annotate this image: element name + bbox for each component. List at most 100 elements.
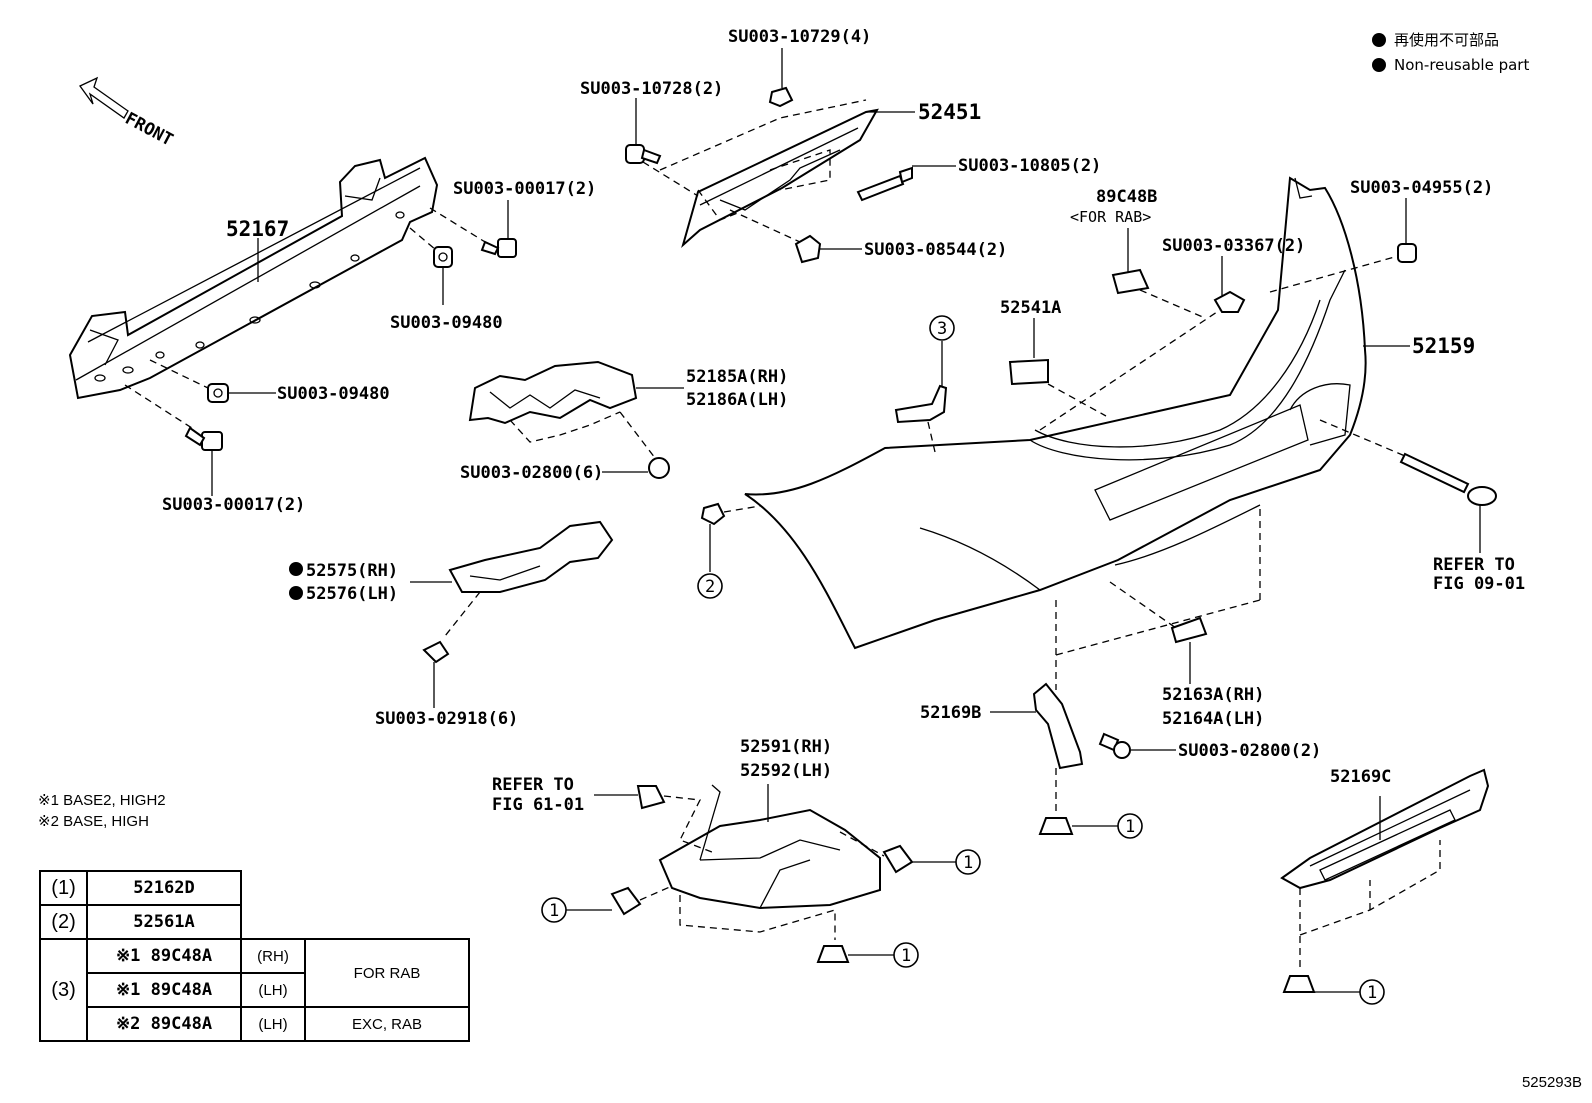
callout-52164a: 52164A(LH) — [1162, 709, 1264, 729]
screw-icon — [1098, 732, 1131, 759]
callout-su003-09480-top: SU003-09480 — [390, 313, 503, 333]
push-clip-icon — [1038, 817, 1074, 835]
circled-1-e: 1 — [1367, 983, 1377, 1003]
circled-1-d: 1 — [901, 946, 911, 966]
callout-su003-10805: SU003-10805(2) — [958, 156, 1101, 176]
push-clip-icon — [816, 945, 850, 963]
clip-icon — [1213, 290, 1246, 313]
callout-89c48b: 89C48B — [1096, 187, 1157, 207]
filled-dot-icon — [1372, 58, 1386, 72]
callout-52185a: 52185A(RH) — [686, 367, 788, 387]
circled-1-a: 1 — [1125, 817, 1135, 837]
tow-hook-icon — [1399, 452, 1497, 506]
notes: ※1 BASE2, HIGH2 ※2 BASE, HIGH — [38, 790, 166, 832]
plate-89c48b — [1111, 268, 1150, 295]
condition-cell: FOR RAB — [304, 938, 470, 1008]
legend-item: 再使用不可部品 — [1372, 28, 1529, 53]
part-number-cell: ※2 89C48A — [86, 1006, 242, 1042]
row-number: (2) — [39, 904, 88, 940]
callout-for-rab: <FOR RAB> — [1070, 208, 1151, 226]
push-clip-icon — [882, 844, 914, 874]
filled-dot-icon — [1372, 33, 1386, 47]
bumper-cover-52159 — [744, 176, 1367, 650]
nut-icon — [433, 246, 453, 268]
pad-52163a — [1170, 616, 1208, 644]
label-52541a — [1008, 358, 1049, 386]
table-row: ※1 89C48A (LH) — [40, 972, 469, 1008]
refer-0901-line1: REFER TO — [1433, 555, 1515, 575]
row-number: (1) — [39, 870, 88, 906]
callout-52169c: 52169C — [1330, 767, 1391, 787]
side-cell: (RH) — [240, 938, 306, 974]
callout-su003-02800-a: SU003-02800(6) — [460, 463, 603, 483]
callout-52576: 52576(LH) — [306, 584, 398, 604]
side-cell: (LH) — [240, 972, 306, 1008]
reference-table: (1) 52162D (2) 52561A (3) ※1 89C48A (RH)… — [39, 870, 470, 1042]
bracket-89c48a — [894, 384, 948, 424]
reinforcement-beam-52167 — [68, 156, 439, 400]
callout-su003-10729: SU003-10729(4) — [728, 27, 871, 47]
bracket-52451 — [681, 108, 879, 248]
screw-icon — [1397, 243, 1417, 263]
part-number-cell: ※1 89C48A — [86, 938, 242, 974]
callout-52159: 52159 — [1412, 334, 1475, 358]
bolt-icon — [184, 426, 223, 451]
legend-text-ja: 再使用不可部品 — [1394, 31, 1500, 49]
clip-icon — [794, 234, 822, 264]
push-clip-icon — [636, 785, 666, 810]
non-reusable-dot-icon — [289, 586, 303, 600]
part-number-cell: ※1 89C48A — [86, 972, 242, 1008]
callout-52592: 52592(LH) — [740, 761, 832, 781]
front-label: FRONT — [122, 109, 177, 151]
callout-52591: 52591(RH) — [740, 737, 832, 757]
screw-icon — [648, 457, 670, 479]
callout-52186a: 52186A(LH) — [686, 390, 788, 410]
circled-2-a: 2 — [705, 577, 715, 597]
callout-su003-02800-b: SU003-02800(2) — [1178, 741, 1321, 761]
clip-icon — [700, 502, 726, 526]
callout-su003-04955: SU003-04955(2) — [1350, 178, 1493, 198]
bracket-52185a — [468, 360, 638, 425]
part-number-cell: 52162D — [86, 870, 242, 906]
callout-su003-02918: SU003-02918(6) — [375, 709, 518, 729]
callout-52163a: 52163A(RH) — [1162, 685, 1264, 705]
clip-icon — [856, 166, 913, 202]
empty-cell — [240, 871, 469, 905]
nut-icon — [207, 383, 229, 403]
table-row: ※2 89C48A (LH) EXC, RAB — [40, 1006, 470, 1042]
figure-code: 525293B — [1521, 1074, 1582, 1091]
bolt-icon — [480, 238, 517, 258]
front-arrow-icon — [79, 76, 129, 119]
under-cover-52169c — [1280, 768, 1490, 890]
legend-item: Non-reusable part — [1372, 53, 1529, 78]
part-number-cell: 52561A — [86, 904, 242, 940]
non-reusable-dot-icon — [289, 562, 303, 576]
circled-1-c: 1 — [549, 901, 559, 921]
side-cell: (LH) — [240, 1006, 306, 1042]
table-row: (1) 52162D — [39, 870, 469, 906]
push-clip-icon — [610, 886, 642, 916]
empty-cell — [240, 905, 469, 939]
nut-icon — [768, 86, 794, 108]
bolt-icon — [422, 640, 450, 664]
row-number: (3) — [39, 938, 88, 1042]
bracket-52169b — [1032, 682, 1084, 770]
callout-52169b: 52169B — [920, 703, 981, 723]
note-2: ※2 BASE, HIGH — [38, 813, 149, 830]
legend: 再使用不可部品 Non-reusable part — [1372, 28, 1529, 78]
bolt-icon — [625, 144, 662, 165]
callout-su003-10728: SU003-10728(2) — [580, 79, 723, 99]
splash-guard-52591 — [658, 784, 881, 910]
bracket-52575 — [448, 520, 614, 593]
callout-52575: 52575(RH) — [306, 561, 398, 581]
legend-text-en: Non-reusable part — [1394, 56, 1530, 74]
circled-3-a: 3 — [937, 319, 947, 339]
callout-su003-08544: SU003-08544(2) — [864, 240, 1007, 260]
table-row: (2) 52561A — [39, 904, 469, 940]
callout-52451: 52451 — [918, 100, 981, 124]
push-clip-icon — [1282, 975, 1316, 993]
callout-52167: 52167 — [226, 217, 289, 241]
note-1: ※1 BASE2, HIGH2 — [38, 792, 166, 809]
refer-0901-line2: FIG 09-01 — [1433, 574, 1525, 594]
